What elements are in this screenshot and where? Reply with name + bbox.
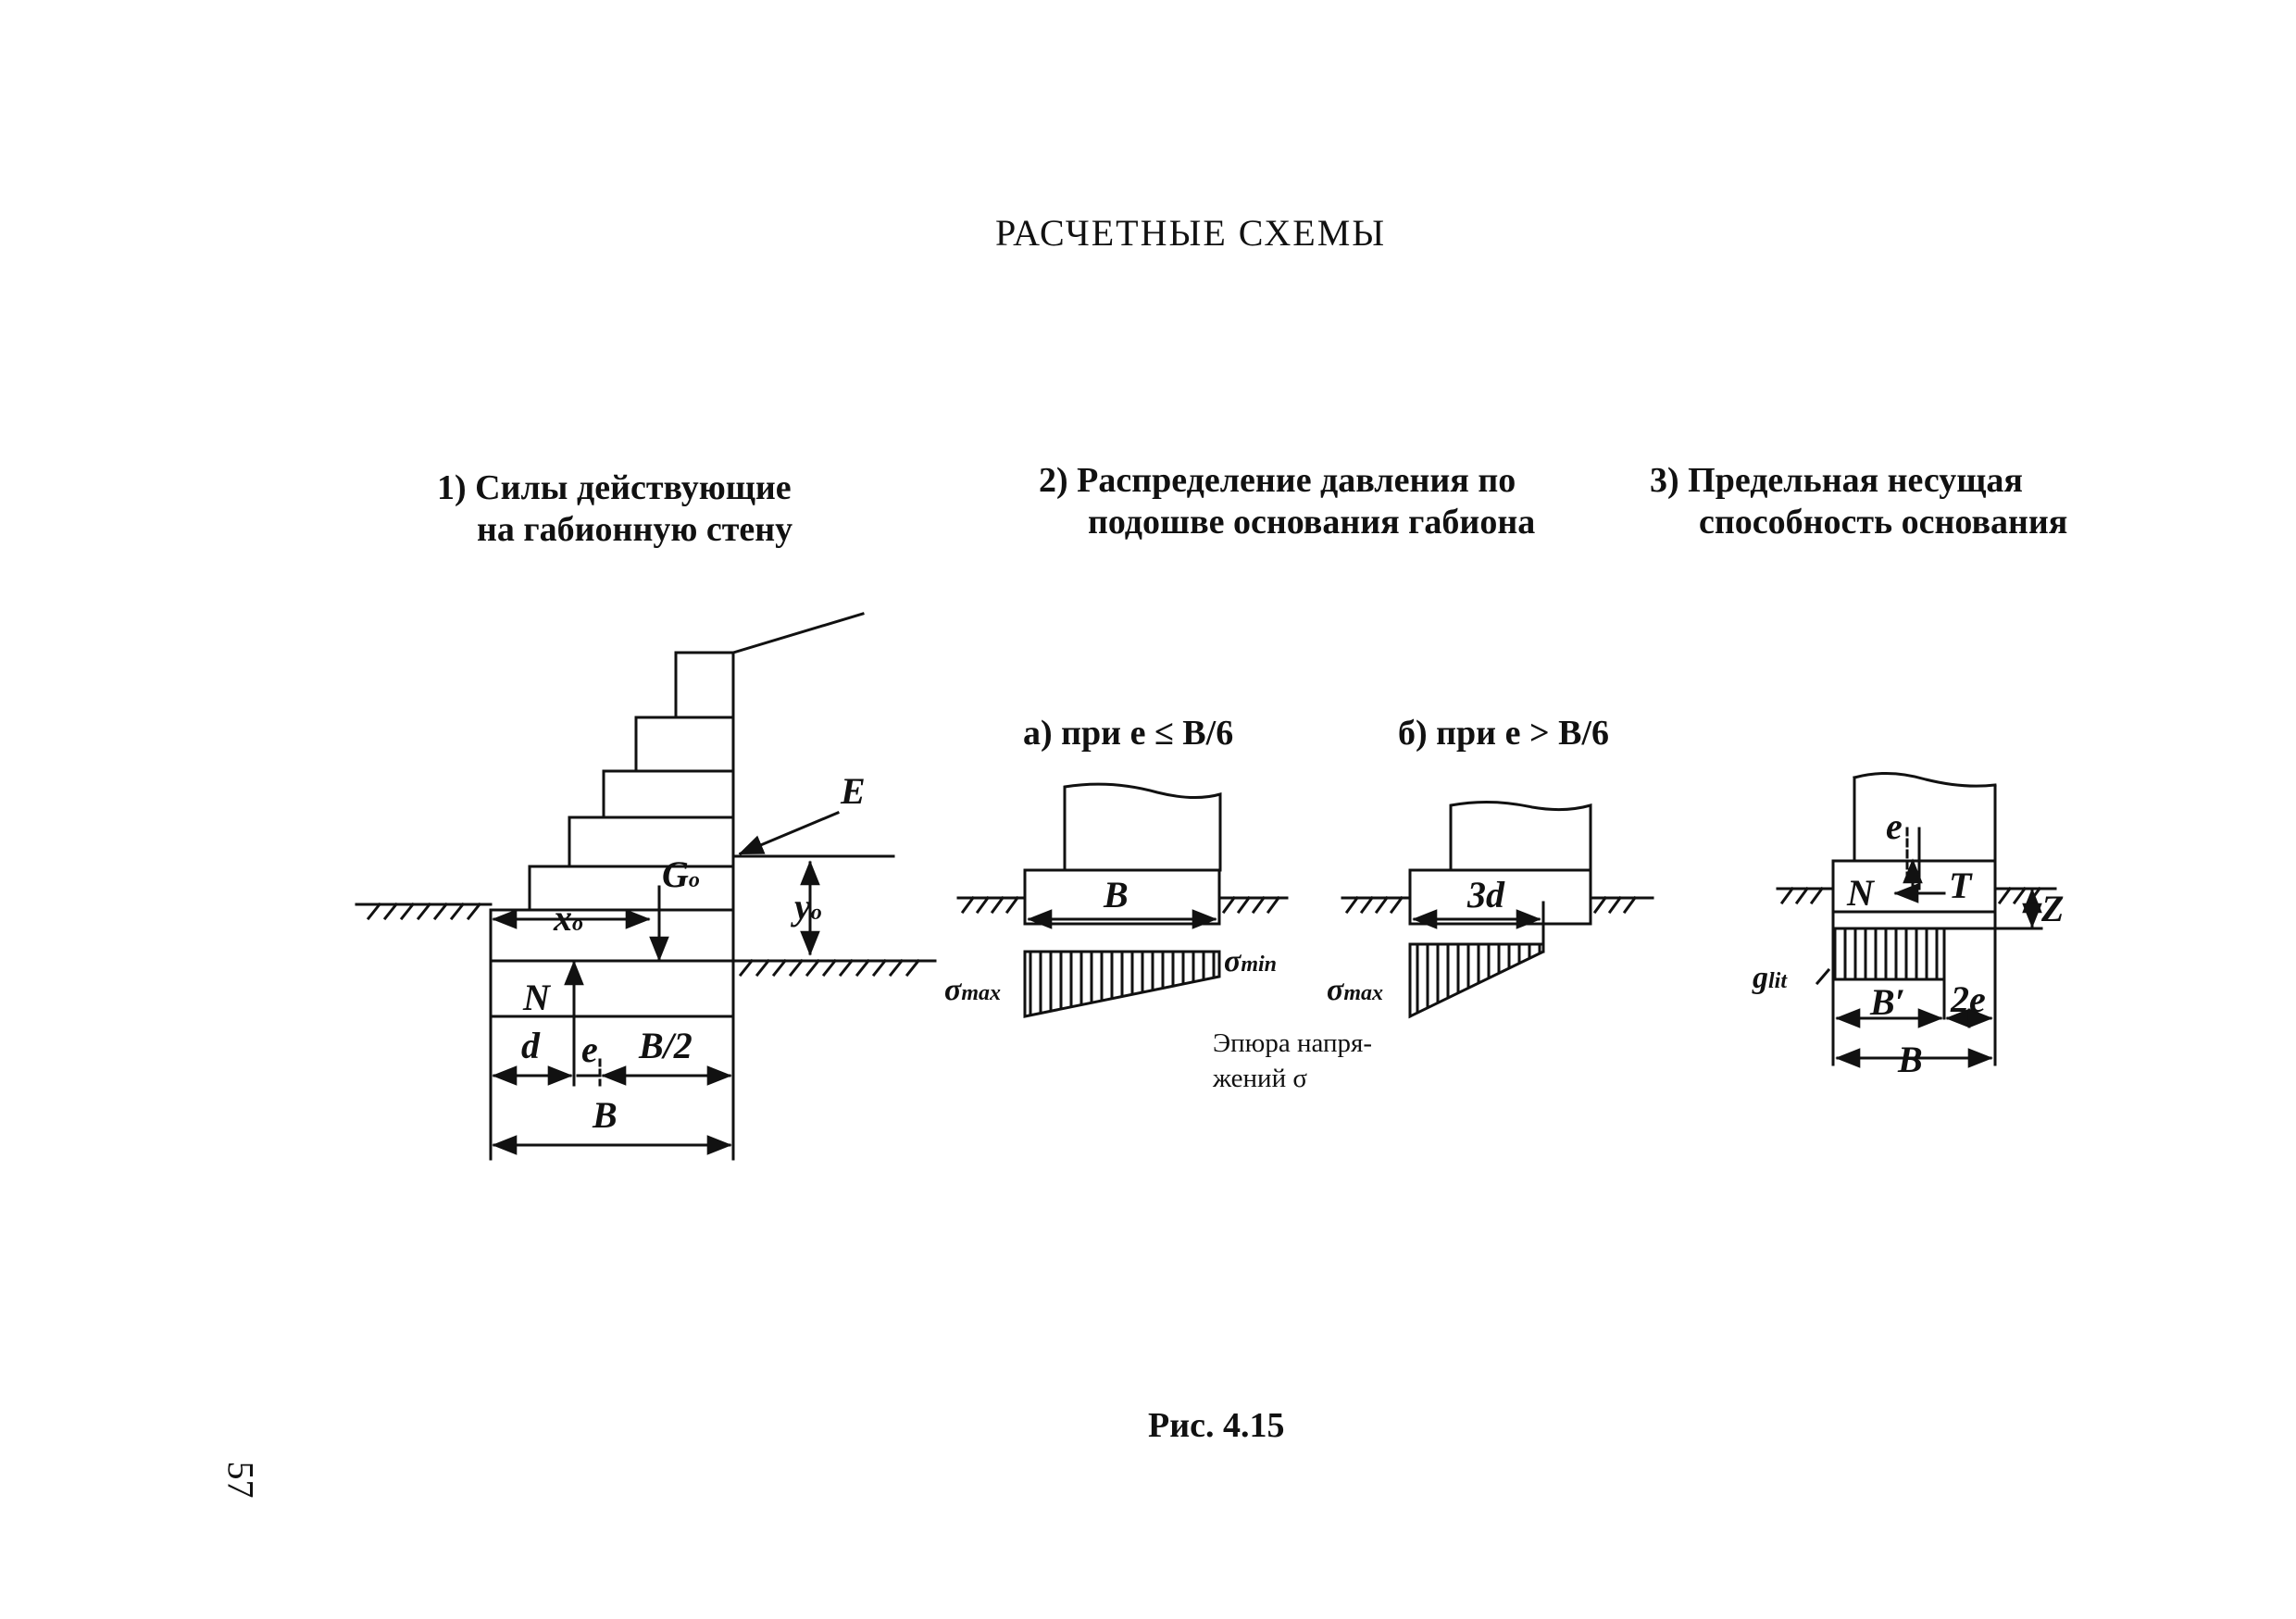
label-x0-main: x (554, 897, 572, 939)
gabion-base (489, 959, 735, 1018)
ground-a-left-hatch (960, 895, 1020, 915)
label-sigma-max-b: σmax (1327, 975, 1383, 1006)
ground-left-hatch (366, 902, 482, 921)
label-3d: 3d (1467, 874, 1504, 915)
label-x0-sub: o (572, 912, 583, 936)
gabion-step-6 (489, 908, 735, 963)
label-sigma-max-a-main: σ (944, 973, 962, 1007)
label-b-half: B/2 (639, 1025, 693, 1066)
label-sigma-max-a-sub: max (961, 981, 1001, 1005)
section-2-heading-line2: подошве основания габиона (1088, 503, 1536, 542)
gabion-body-b (1449, 800, 1592, 872)
label-sigma-max-b-sub: max (1343, 981, 1383, 1005)
base-slab-3 (1831, 910, 1997, 930)
stress-note-line2: жений σ (1213, 1064, 1307, 1093)
label-sigma-min-a: σmin (1224, 946, 1277, 978)
gabion-step-3 (602, 769, 735, 819)
label-sigma-max-b-main: σ (1327, 973, 1344, 1007)
ground-b-right-hatch (1592, 895, 1638, 915)
label-sigma-min-a-sub: min (1241, 953, 1278, 977)
stress-note-line1: Эпюра напря- (1213, 1028, 1372, 1058)
case-b-label: б) при e > B/6 (1398, 714, 1609, 753)
label-y0-sub: o (810, 901, 822, 925)
section-3-heading-line1: 3) Предельная несущая (1650, 461, 2023, 500)
g-lit-leader (1815, 967, 1831, 986)
label-t-3: T (1949, 865, 1972, 906)
figure-caption: Рис. 4.15 (1148, 1406, 1285, 1445)
label-z-3: Z (2041, 888, 2065, 929)
stress-diagram-a (1023, 950, 1221, 1018)
gabion-step-1 (674, 651, 735, 719)
label-y0: yo (794, 889, 822, 926)
page-number: 57 (219, 1461, 262, 1499)
gabion-top-3 (1853, 771, 1997, 788)
section-3-heading-line2: способность основания (1699, 503, 2068, 542)
bearing-capacity-scheme (1776, 771, 2057, 1068)
label-e-force: E (841, 770, 866, 812)
label-e-3: e (1886, 805, 1903, 847)
pressure-scheme-b (1341, 800, 1654, 1019)
pressure-scheme-a (956, 782, 1289, 1018)
label-b-prime: B′ (1870, 981, 1905, 1023)
gabion-step-4 (568, 816, 735, 868)
backfill-surface (731, 612, 865, 654)
label-sigma-min-a-main: σ (1224, 944, 1242, 978)
page-title: РАСЧЕТНЫЕ СХЕМЫ (995, 212, 1387, 254)
label-n-force: N (523, 977, 550, 1018)
label-g0: Go (662, 856, 700, 893)
label-g0-main: G (662, 853, 689, 895)
label-e-ecc: e (581, 1028, 598, 1070)
label-g-lit: glit (1753, 963, 1787, 994)
stress-block-3 (1831, 927, 1946, 981)
section-1-heading-line2: на габионную стену (477, 510, 793, 549)
label-y0-main: y (794, 886, 811, 928)
section-2-heading-line1: 2) Распределение давления по (1039, 461, 1516, 500)
force-e-arrow (738, 811, 840, 855)
label-b-1: B (593, 1094, 618, 1136)
label-two-e: 2e (1951, 978, 1986, 1020)
label-sigma-max-a: σmax (944, 975, 1001, 1006)
label-d: d (521, 1025, 540, 1066)
ground-3-left-hatch (1779, 886, 1825, 905)
stress-diagram-b (1408, 942, 1545, 1019)
section-1-heading-line1: 1) Силы действующие (437, 468, 792, 507)
label-g-lit-main: g (1753, 961, 1768, 995)
label-g-lit-sub: lit (1768, 969, 1788, 993)
label-b-2a: B (1104, 874, 1129, 915)
ground-a-right-hatch (1221, 895, 1281, 915)
ground-b-left-hatch (1344, 895, 1404, 915)
label-x0: xo (554, 900, 583, 937)
label-n-3: N (1847, 872, 1874, 914)
ground-3-right-hatch (1997, 886, 2042, 905)
case-a-label: а) при e ≤ B/6 (1023, 714, 1234, 753)
gabion-wall-scheme (355, 612, 937, 1161)
gabion-step-2 (634, 716, 735, 773)
label-g0-sub: o (688, 868, 700, 892)
label-b-3: B (1898, 1039, 1923, 1080)
gabion-body-a (1063, 782, 1222, 872)
ground-right-hatch (738, 958, 921, 978)
